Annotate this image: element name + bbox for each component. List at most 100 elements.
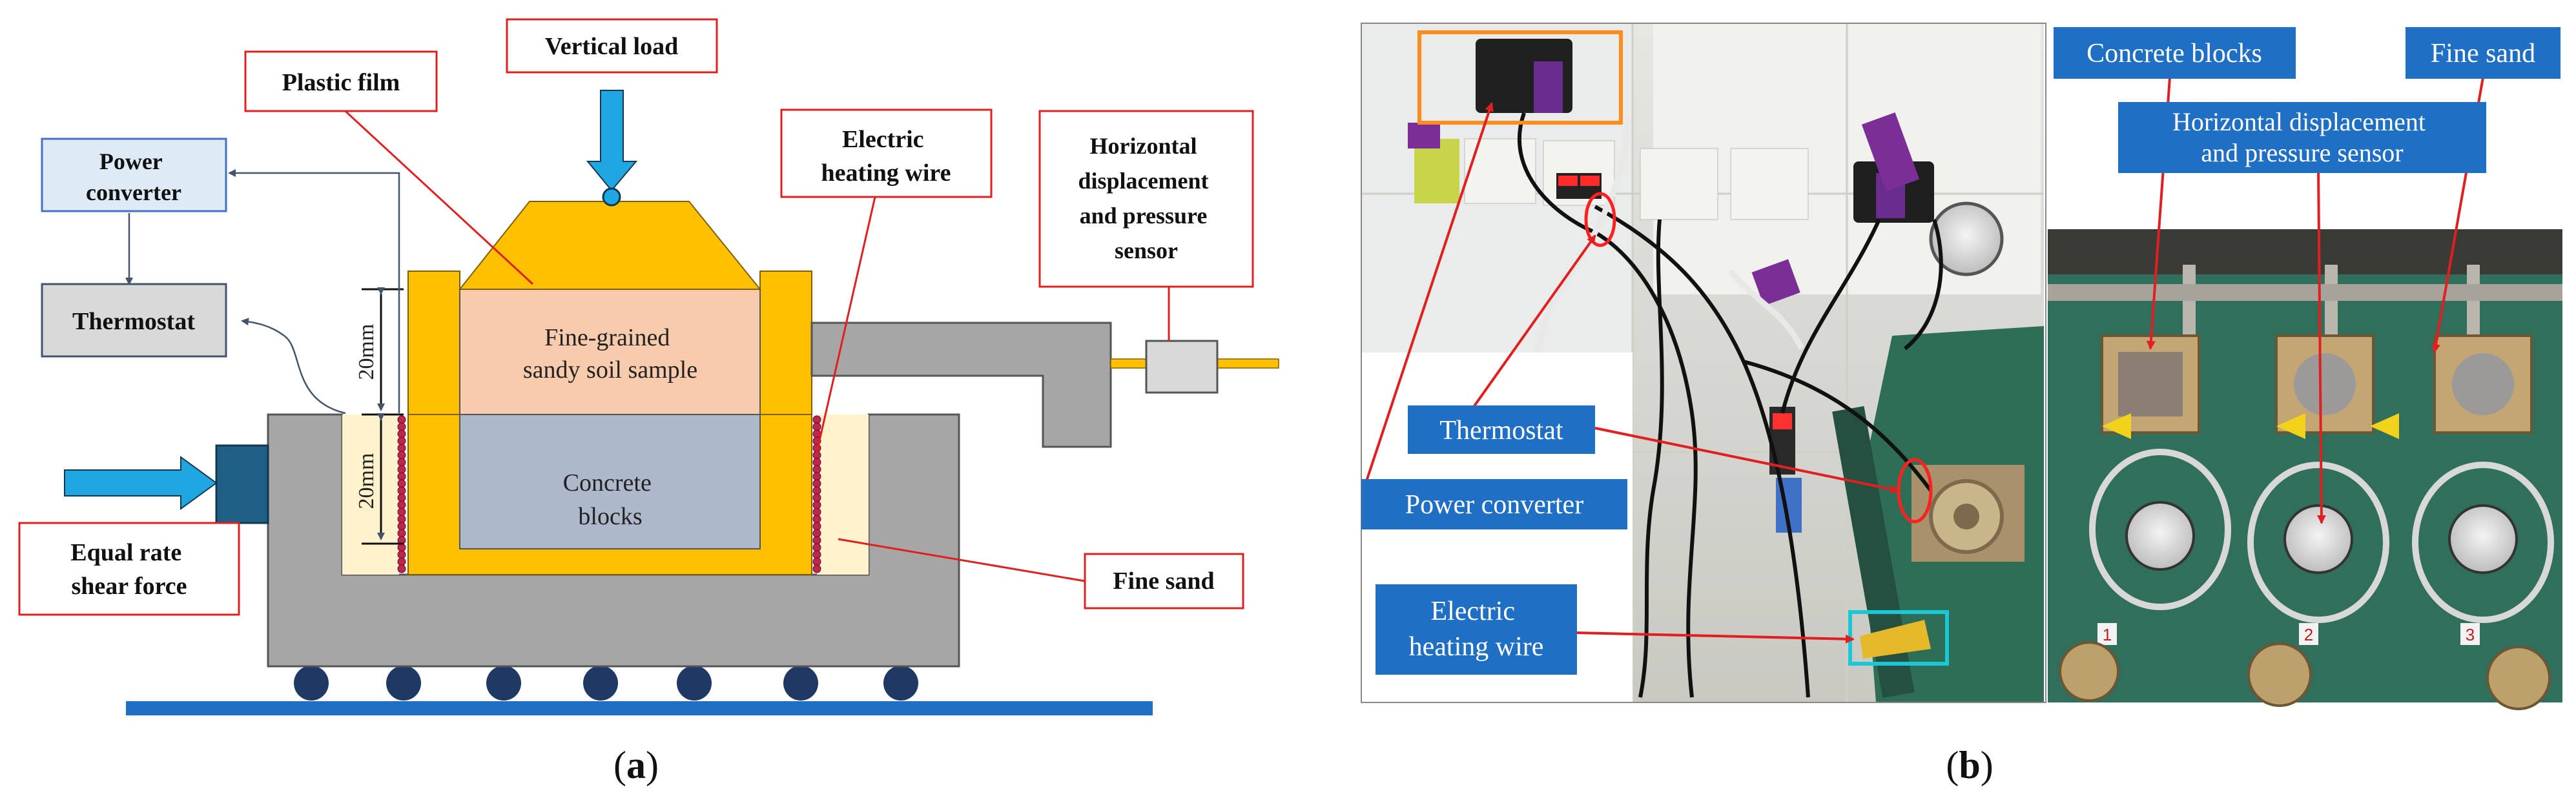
heating-wire-bead (397, 451, 406, 460)
concrete-block (459, 414, 761, 549)
heating-wire-bead (812, 543, 821, 552)
heating-wire-bead (397, 507, 406, 517)
horizontal-push-arm (810, 322, 1112, 448)
svg-text:Thermostat: Thermostat (1439, 416, 1563, 445)
svg-text:Electric heating wire: Electric heating wire (821, 126, 951, 187)
gauge-number-tags: 1 2 3 (2097, 623, 2480, 645)
heating-wire-bead (397, 465, 406, 474)
heating-wire-bead (812, 536, 821, 545)
heating-wire-bead (397, 543, 406, 552)
heating-wire-bead (812, 529, 821, 538)
svg-text:1: 1 (2103, 625, 2112, 644)
shear-pusher-block (215, 444, 269, 524)
heating-wire-bead (397, 515, 406, 524)
roller (386, 666, 421, 701)
heating-wire-bead (812, 550, 821, 559)
svg-text:Equal rate shear force: Equal rate shear force (70, 539, 188, 600)
heating-wire-bead (812, 422, 821, 431)
heating-wire-bead (397, 550, 406, 559)
heating-wire-bead (397, 479, 406, 488)
photo-label-power-converter: Power converter (1361, 479, 1627, 529)
dimension-marks (362, 287, 404, 545)
label-thermostat: Thermostat (41, 283, 227, 358)
roller (783, 666, 818, 701)
svg-text:Vertical load: Vertical load (545, 33, 679, 60)
heating-wire-bead (812, 451, 821, 460)
soil-sample (459, 289, 761, 415)
photo-label-thermostat: Thermostat (1408, 405, 1595, 454)
heating-wire-bead (397, 415, 406, 424)
heating-wire-bead (397, 458, 406, 467)
label-vertical-load: Vertical load (506, 18, 718, 74)
loading-cap (458, 201, 762, 290)
svg-text:Electric heating wire: Electric heating wire (1409, 597, 1544, 662)
svg-text:Plastic film: Plastic film (282, 69, 400, 96)
photo-label-electric-heating-wire: Electric heating wire (1376, 584, 1577, 675)
label-plastic-film: Plastic film (244, 50, 438, 112)
heating-wire-bead (397, 564, 406, 573)
fine-sand-left (342, 415, 399, 575)
heating-wire-bead (397, 486, 406, 495)
roller (583, 666, 618, 701)
caption-b: (b) (1946, 744, 1993, 786)
photo-label-horizontal-sensor: Horizontal displacement and pressure sen… (2118, 102, 2486, 173)
heating-wire-bead (397, 493, 406, 502)
svg-text:Power converter: Power converter (86, 148, 181, 205)
label-equal-rate-shear-force: Equal rate shear force (18, 522, 240, 616)
svg-text:2: 2 (2304, 625, 2313, 644)
svg-text:Fine sand: Fine sand (2431, 39, 2535, 68)
heating-wire-bead (812, 415, 821, 424)
roller (677, 666, 712, 701)
shear-force-arrow (64, 456, 218, 510)
photo-shear-boxes: 1 2 3 (2044, 229, 2562, 710)
heating-wire-bead (812, 493, 821, 502)
heating-wire-bead (812, 465, 821, 474)
label-horizontal-sensor: Horizontal displacement and pressure sen… (1038, 110, 1254, 288)
photo-label-concrete-blocks: Concrete blocks (2054, 27, 2296, 79)
concrete-label: Concrete blocks (563, 469, 658, 530)
heating-wire-right (812, 415, 821, 573)
load-point (602, 187, 621, 207)
heating-wire-bead (397, 557, 406, 566)
svg-text:Fine sand: Fine sand (1113, 568, 1214, 595)
caption-a: (a) (613, 744, 659, 786)
leader-lines (322, 89, 1170, 582)
heating-wire-bead (397, 500, 406, 509)
upper-ring-left (407, 271, 460, 415)
base-rail (126, 701, 1153, 715)
label-fine-sand: Fine sand (1084, 553, 1244, 609)
heating-wire-bead (812, 557, 821, 566)
heating-wire-left (397, 415, 406, 573)
heating-wire-bead (812, 472, 821, 481)
label-electric-heating-wire: Electric heating wire (780, 108, 993, 198)
heating-wire-bead (812, 522, 821, 531)
panel-a-schematic: 20mm 20mm Fine-grained sandy soil sample… (18, 18, 1279, 786)
fine-sand-right (817, 415, 869, 575)
svg-text:Concrete blocks: Concrete blocks (2087, 39, 2262, 68)
control-wiring (125, 169, 400, 415)
photo-label-fine-sand: Fine sand (2406, 27, 2561, 79)
roller (883, 666, 918, 701)
label-power-converter: Power converter (41, 138, 227, 212)
svg-text:Horizontal displacement: Horizontal displacement and pressure sen… (2172, 107, 2432, 167)
heating-wire-bead (397, 429, 406, 438)
svg-text:Thermostat: Thermostat (72, 308, 195, 335)
sensor-box (1145, 340, 1219, 394)
dimension-top-label: 20mm (355, 324, 378, 380)
heating-wire-bead (812, 564, 821, 573)
svg-text:Horizontal displacemen: Horizontal displacement and pressure sen… (1078, 133, 1215, 263)
heating-wire-bead (397, 436, 406, 445)
vertical-load-arrow (586, 90, 638, 192)
heating-wire-bead (397, 522, 406, 531)
heating-wire-bead (812, 486, 821, 495)
panel-b-photos: 1 2 3 Concrete bl (1361, 23, 2562, 786)
heating-wire-bead (812, 479, 821, 488)
sample-label: Fine-grained sandy soil sample (523, 324, 697, 384)
dimension-bottom-label: 20mm (355, 453, 378, 509)
rollers (294, 666, 918, 701)
heating-wire-bead (812, 515, 821, 524)
upper-ring-right (759, 271, 812, 415)
heating-wire-bead (812, 500, 821, 509)
heating-wire-bead (397, 444, 406, 453)
